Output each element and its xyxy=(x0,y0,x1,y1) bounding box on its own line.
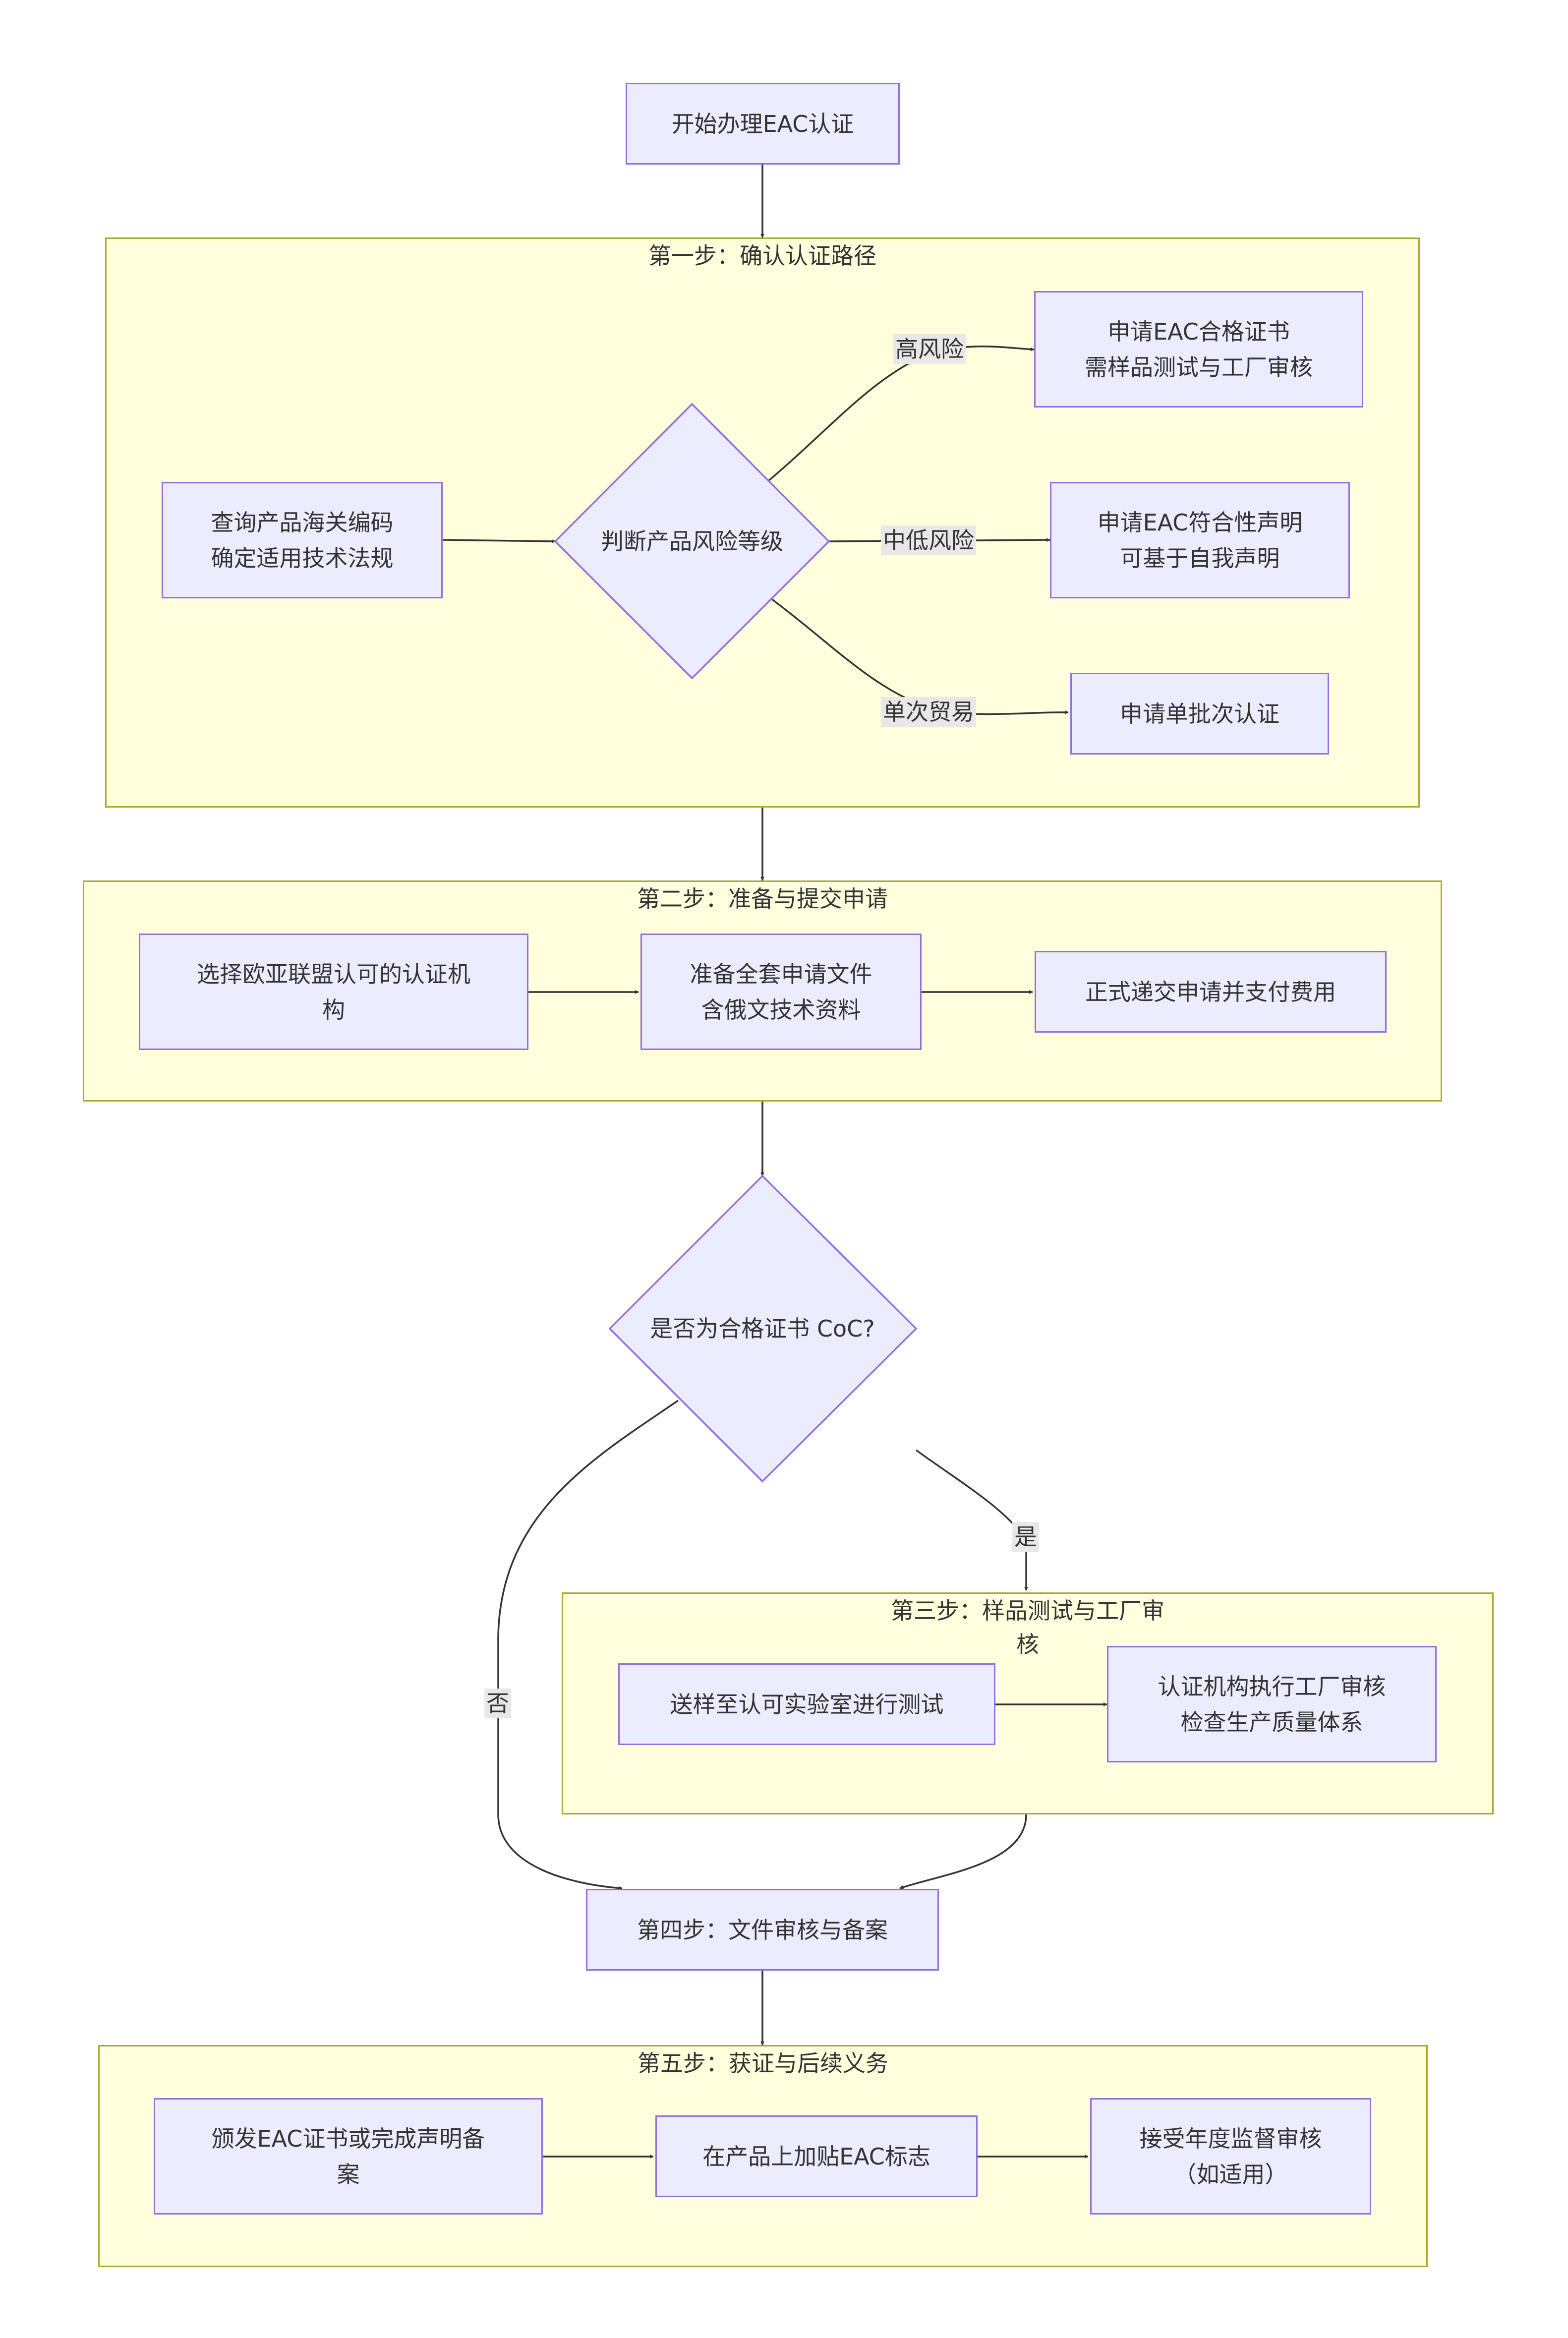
subgraph-step2-title: 第二步：准备与提交申请 xyxy=(637,885,888,912)
factory-audit-node: 认证机构执行工厂审核 检查生产质量体系 xyxy=(1107,1646,1437,1762)
edge-query-to-decision xyxy=(442,539,556,543)
decision-risk-text: 判断产品风险等级 xyxy=(601,528,783,555)
submit-node: 正式递交申请并支付费用 xyxy=(1035,951,1387,1033)
edge-label-high-risk: 高风险 xyxy=(893,334,966,364)
lab-test-node: 送样至认可实验室进行测试 xyxy=(618,1663,995,1745)
start-node: 开始办理EAC认证 xyxy=(626,83,900,165)
step4-node: 第四步：文件审核与备案 xyxy=(586,1889,939,1971)
decision-diamond-risk xyxy=(554,403,830,680)
doc-node: 申请EAC符合性声明 可基于自我声明 xyxy=(1050,482,1350,598)
edge-decision2-no xyxy=(497,1400,679,1890)
decision-diamond-coc xyxy=(608,1174,918,1483)
subgraph-step5-title: 第五步：获证与后续义务 xyxy=(638,2050,888,2077)
edge-label-single-trade: 单次贸易 xyxy=(881,697,976,727)
coc-node: 申请EAC合格证书 需样品测试与工厂审核 xyxy=(1034,291,1363,408)
prepare-docs-node: 准备全套申请文件 含俄文技术资料 xyxy=(640,934,922,1050)
annual-audit-node: 接受年度监督审核 （如适用） xyxy=(1090,2098,1371,2215)
edge-step3-to-step4 xyxy=(899,1814,1027,1889)
edge-label-yes: 是 xyxy=(1012,1522,1039,1552)
decision-coc-text: 是否为合格证书 CoC? xyxy=(650,1315,875,1342)
issue-cert-node: 颁发EAC证书或完成声明备 案 xyxy=(154,2098,543,2215)
edge-decision-to-coc xyxy=(767,345,1035,482)
query-node: 查询产品海关编码 确定适用技术法规 xyxy=(162,482,443,598)
batch-node: 申请单批次认证 xyxy=(1070,673,1329,755)
edge-label-no: 否 xyxy=(484,1689,511,1718)
subgraph-step3-title: 第三步：样品测试与工厂审 核 xyxy=(891,1597,1164,1658)
select-body-node: 选择欧亚联盟认可的认证机 构 xyxy=(139,934,528,1050)
subgraph-step1-title: 第一步：确认认证路径 xyxy=(648,242,876,269)
eac-mark-node: 在产品上加贴EAC标志 xyxy=(655,2115,978,2197)
edge-label-mid-low-risk: 中低风险 xyxy=(881,526,976,555)
edge-decision2-yes xyxy=(915,1449,1028,1591)
